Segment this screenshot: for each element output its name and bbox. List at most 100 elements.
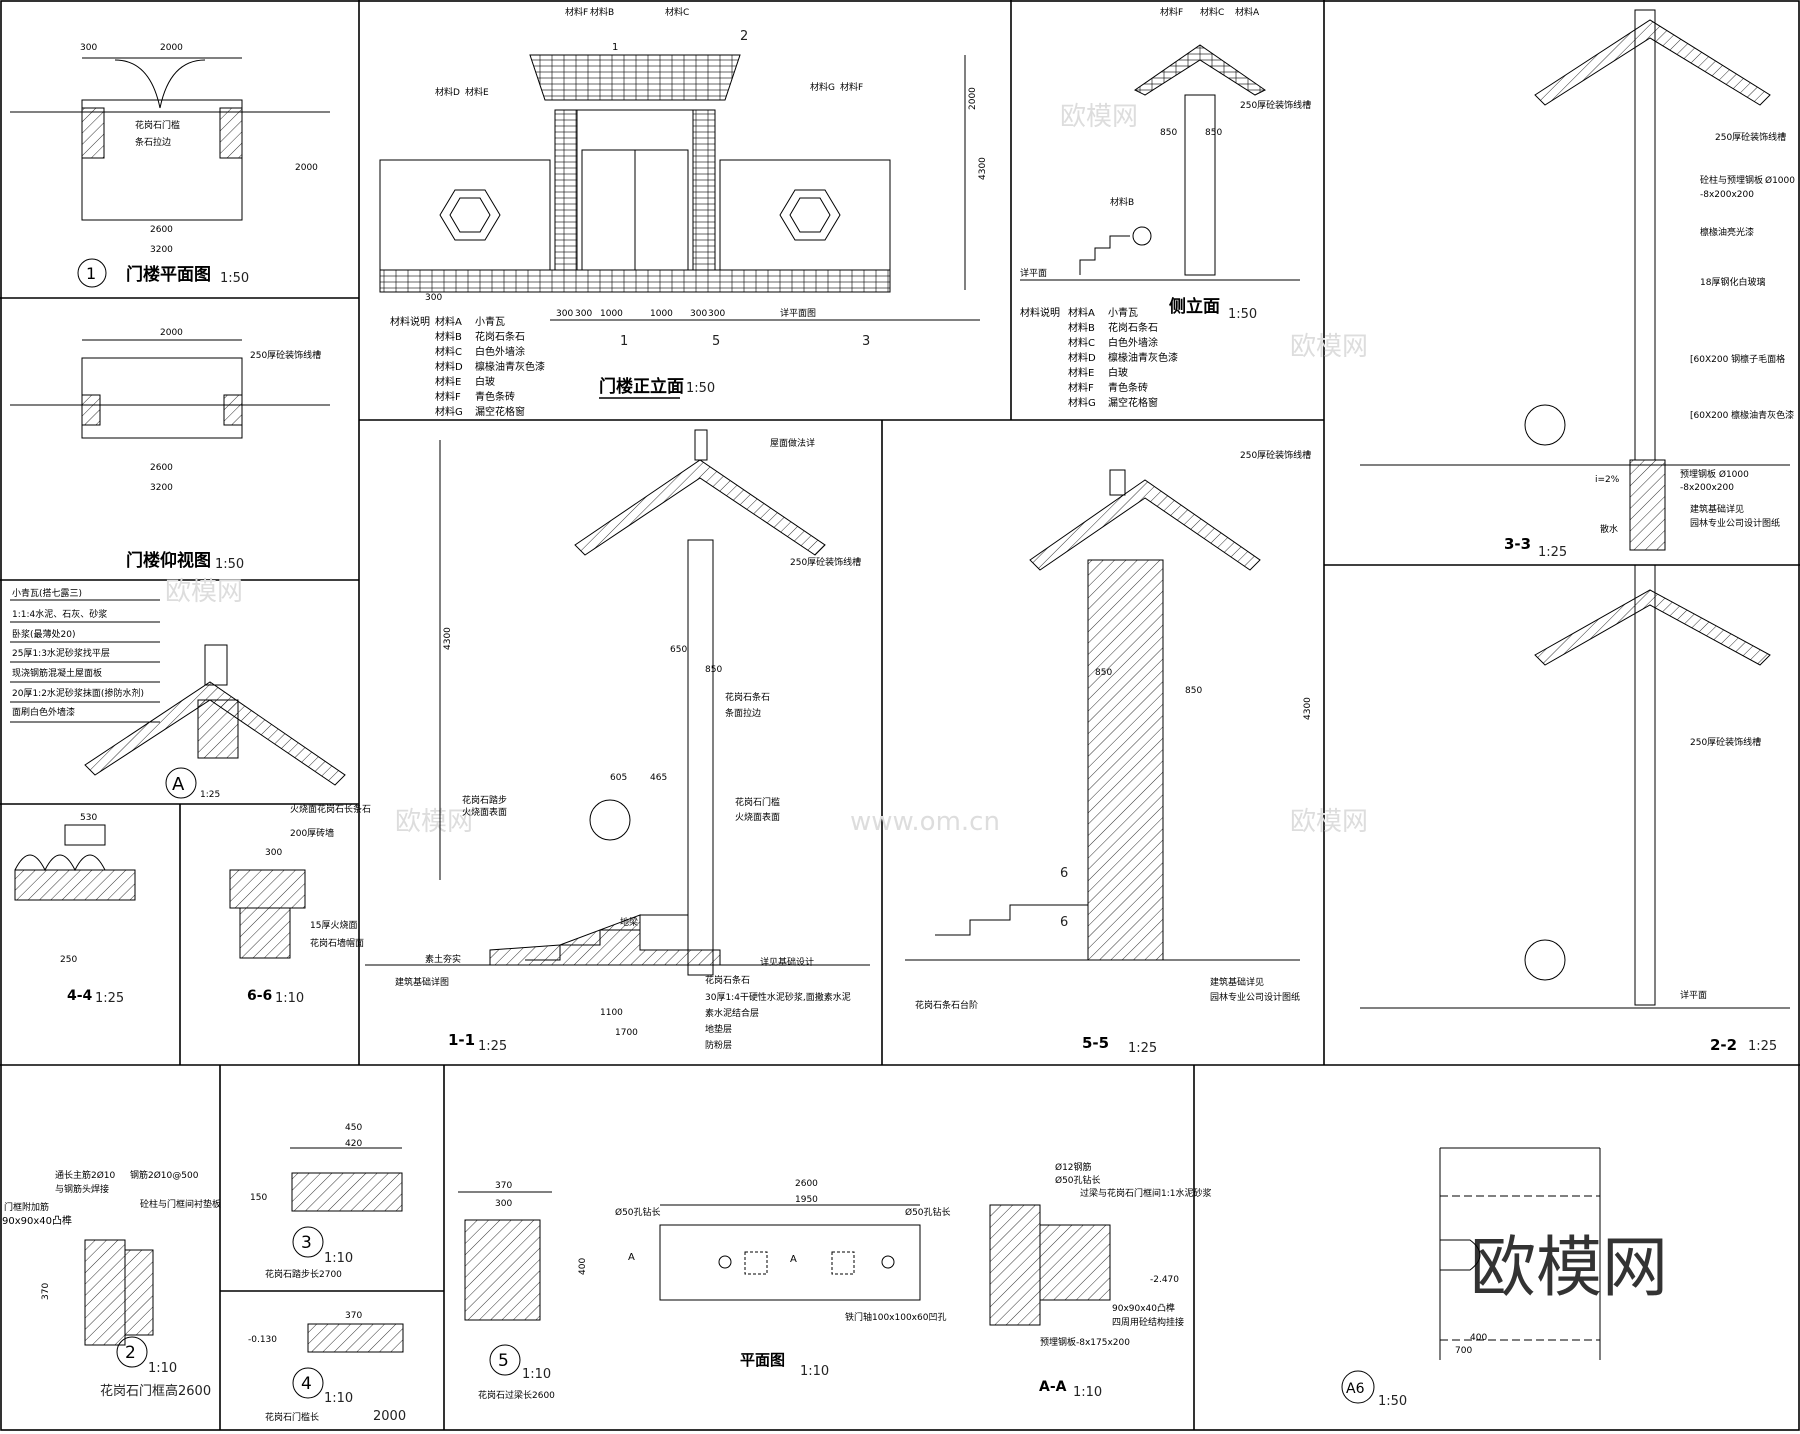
drawing-label: -8x200x200 (1700, 190, 1754, 200)
drawing-label: 详平面 (1680, 989, 1707, 1001)
drawing-label: 250厚砼装饰线槽 (790, 556, 861, 568)
drawing-label: 花岗石墙帽面 (310, 937, 364, 949)
drawing-label: 建筑基础详见 (1210, 976, 1264, 988)
drawing-label: 材料F (565, 6, 588, 18)
drawing-label: 400 (578, 1258, 588, 1275)
drawing-label: 欧模网 (1060, 102, 1138, 132)
drawing-label: 18厚钢化白玻璃 (1700, 276, 1765, 288)
drawing-label: 250 (60, 955, 77, 965)
drawing-label: 370 (495, 1181, 512, 1191)
drawing-label: 预埋钢板-8x175x200 (1040, 1336, 1130, 1348)
drawing-label: 材料E (435, 375, 461, 388)
drawing-label: 地垫层 (705, 1023, 732, 1035)
drawing-label: 1:25 (1538, 545, 1567, 560)
roof-detail-a: 小青瓦(搭七露三) 1:1:4水泥、石灰、砂浆 卧浆(最薄处20) 25厚1:3… (10, 587, 346, 800)
drawing-label: 青色条砖 (1108, 381, 1148, 394)
drawing-label: -2.470 (1150, 1275, 1179, 1285)
drawing-label: 1:25 (1128, 1041, 1157, 1056)
drawing-label: 1:50 (215, 557, 244, 572)
section-2-2: 250厚砼装饰线槽 详平面 2-2 1:25 (1360, 564, 1790, 1054)
drawing-label: A (628, 1252, 635, 1263)
drawing-label: 1 (612, 42, 618, 53)
drawing-label: 4300 (1303, 697, 1313, 720)
drawing-label: 通长主筋2Ø10 (55, 1169, 116, 1181)
drawing-label: 15厚火烧面 (310, 919, 357, 931)
section-5-5: 250厚砼装饰线槽 850 850 4300 花岗石条石台阶 建筑基础详见 园林… (905, 449, 1313, 1056)
drawing-label: 2600 (150, 463, 173, 473)
drawing-label: 材料F (435, 390, 461, 403)
drawing-label: 钢筋2Ø10@500 (130, 1169, 199, 1181)
drawing-label: 条面拉边 (725, 707, 761, 719)
drawing-label: 450 (345, 1123, 362, 1133)
drawing-label: 300 (80, 43, 97, 53)
drawing-label: 850 (1160, 128, 1177, 138)
drawing-label: 花岗石过梁长2600 (478, 1389, 555, 1401)
drawing-label: 20厚1:2水泥砂浆抹面(掺防水剂) (12, 687, 144, 699)
drawing-label: 4 (301, 1374, 312, 1394)
detail-4-4: 530 250 4-4 1:25 (14, 813, 136, 1006)
drawing-label: 材料A (1068, 306, 1095, 319)
drawing-label: 420 (345, 1139, 362, 1149)
drawing-label: 1 (86, 264, 96, 283)
drawing-label: 与钢筋头焊接 (55, 1183, 109, 1195)
drawing-label: 30厚1:4干硬性水泥砂浆,面撒素水泥 (705, 991, 851, 1003)
drawing-label: 花岗石门框高2600 (100, 1383, 211, 1399)
drawing-label: 火烧面表面 (735, 811, 780, 823)
drawing-label: 详平面 (1020, 267, 1047, 279)
drawing-label: 青色条砖 (475, 390, 515, 403)
drawing-label: 花岗石条石台阶 (915, 999, 978, 1011)
drawing-label: 150 (250, 1193, 267, 1203)
detail-2: 通长主筋2Ø10 与钢筋头焊接 钢筋2Ø10@500 砼柱与门框间衬垫板 门框附… (2, 1169, 221, 1399)
drawing-label: 250厚砼装饰线槽 (1715, 131, 1786, 143)
drawing-label: i=2% (1595, 475, 1620, 485)
side-elevation: 材料F 材料C 材料A 材料B 250厚砼装饰线槽 850 850 详平面 材料… (1020, 6, 1311, 409)
drawing-label: 4300 (443, 627, 453, 650)
drawing-label: 2000 (160, 43, 183, 53)
title-plan: 门楼平面图 (126, 264, 211, 285)
title-section-2-2: 2-2 (1710, 1036, 1737, 1054)
drawing-label: 300 (265, 848, 282, 858)
drawing-label: 2600 (795, 1179, 818, 1189)
drawing-label: 6 (1060, 915, 1068, 930)
drawing-label: 850 (705, 665, 722, 675)
drawing-label: 3200 (150, 483, 173, 493)
drawing-label: 条石拉边 (135, 136, 171, 148)
drawing-label: 漏空花格窗 (1108, 396, 1158, 409)
drawing-label: 材料G (435, 405, 463, 418)
drawing-label: 花岗石条石 (705, 974, 750, 986)
drawing-label: 465 (650, 773, 667, 783)
logo-watermark: 欧模网 (1470, 1229, 1668, 1306)
drawing-label: 砼柱与预埋钢板 (1700, 174, 1763, 186)
drawing-label: 2000 (160, 328, 183, 338)
title-section-a-a: A-A (1039, 1379, 1067, 1395)
drawing-label: 1:10 (1073, 1385, 1102, 1400)
drawing-label: Ø50孔钻长 (615, 1206, 661, 1218)
drawing-label: 四周用砼结构挂接 (1112, 1316, 1184, 1328)
drawing-label: 2 (125, 1343, 136, 1363)
drawing-label: 园林专业公司设计图纸 (1690, 517, 1780, 529)
drawing-label: 欧模网 (395, 807, 473, 837)
drawing-label: 材料G (1068, 396, 1096, 409)
drawing-label: 1:10 (275, 991, 304, 1006)
drawing-label: 材料C (665, 6, 689, 18)
drawing-label: 1:25 (200, 790, 220, 800)
drawing-label: 3200 (150, 245, 173, 255)
drawing-label: 详平面图 (780, 307, 816, 319)
drawing-label: 材料B (590, 6, 614, 18)
drawing-label: 4-4 (67, 988, 93, 1004)
drawing-label: 300 (690, 309, 707, 319)
drawing-label: 面刷白色外墙漆 (12, 706, 75, 718)
drawing-label: 材料A (1235, 6, 1260, 18)
title-ceiling: 门楼仰视图 (126, 550, 211, 571)
drawing-label: 素水泥结合层 (705, 1007, 759, 1019)
drawing-label: 花岗石条石 (1108, 321, 1158, 334)
drawing-label: 花岗石门槛 (735, 796, 780, 808)
drawing-label: 欧模网 (1290, 807, 1368, 837)
drawing-label: 1:10 (324, 1391, 353, 1406)
drawing-label: Ø50孔钻长 (1055, 1174, 1101, 1186)
drawing-label: 5 (712, 334, 720, 349)
drawing-label: 材料B (435, 330, 462, 343)
drawing-label: 素土夯实 (425, 953, 461, 965)
drawing-label: 建筑基础详图 (395, 976, 449, 988)
drawing-label: 材料说明 (1020, 306, 1060, 319)
